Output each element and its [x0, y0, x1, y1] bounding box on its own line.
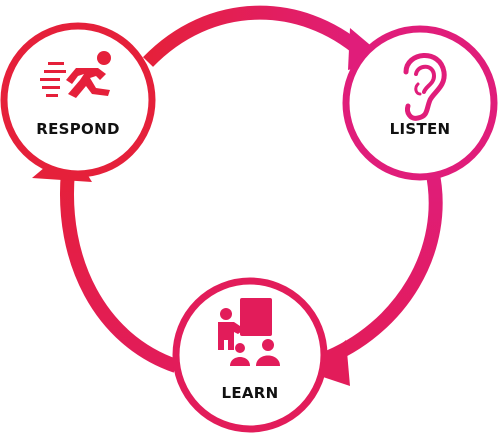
- arrow-learn-to-respond: [60, 171, 179, 373]
- node-learn-label: LEARN: [221, 384, 279, 402]
- node-learn-circle: [172, 277, 328, 433]
- arrow-respond-to-listen: [142, 5, 367, 67]
- node-respond-circle: [0, 22, 156, 178]
- node-respond: [0, 22, 156, 178]
- node-learn: [172, 277, 328, 433]
- node-respond-label: RESPOND: [36, 120, 120, 138]
- node-listen: [342, 25, 498, 181]
- node-listen-circle: [342, 25, 498, 181]
- ear-icon: [403, 53, 447, 121]
- teacher-presentation-icon: [218, 298, 280, 366]
- arrow-listen-to-learn: [319, 168, 443, 367]
- running-person-icon: [40, 51, 111, 98]
- node-listen-label: LISTEN: [389, 120, 451, 138]
